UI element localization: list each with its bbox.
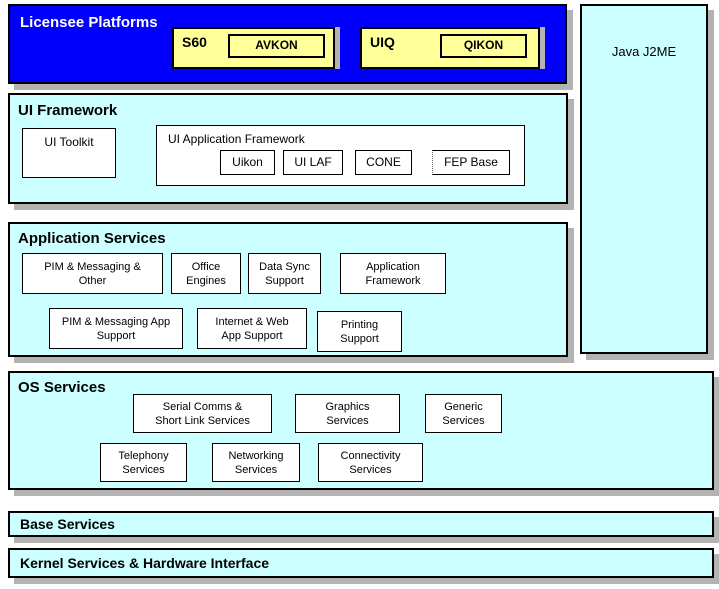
telephony-services-box: Telephony Services [100,443,187,482]
qikon-box: QIKON [440,34,527,58]
pim-messaging-app-support-box: PIM & Messaging App Support [49,308,183,349]
cone-box: CONE [355,150,412,175]
data-sync-support-box: Data Sync Support [248,253,321,294]
uikon-box: Uikon [220,150,275,175]
office-engines-box: Office Engines [171,253,241,294]
section-kernel-services: Kernel Services & Hardware Interface [8,548,714,578]
uiq-label: UIQ [370,34,395,50]
kernel-services-title: Kernel Services & Hardware Interface [20,555,270,571]
pim-messaging-other-box: PIM & Messaging & Other [22,253,163,294]
section-base-services: Base Services [8,511,714,537]
section-ui-framework: UI Framework UI Toolkit UI Application F… [8,93,568,204]
ui-application-framework-box: UI Application Framework Uikon UI LAF CO… [156,125,525,186]
ui-framework-title: UI Framework [18,102,118,119]
ui-toolkit-box: UI Toolkit [22,128,116,178]
internet-web-app-support-box: Internet & Web App Support [197,308,307,349]
section-java-j2me: Java J2ME [580,4,708,354]
section-application-services: Application Services PIM & Messaging & O… [8,222,568,357]
licensee-platforms-title: Licensee Platforms [20,14,158,31]
connectivity-services-box: Connectivity Services [318,443,423,482]
os-services-title: OS Services [18,379,106,396]
application-framework-box: Application Framework [340,253,446,294]
section-licensee-platforms: Licensee Platforms S60 AVKON UIQ QIKON [8,4,567,84]
java-j2me-label: Java J2ME [611,44,677,59]
fep-base-box: FEP Base [432,150,510,175]
s60-platform-box: S60 AVKON [172,27,335,69]
ui-application-framework-label: UI Application Framework [168,132,305,146]
s60-label: S60 [182,34,207,50]
ui-laf-box: UI LAF [283,150,343,175]
avkon-box: AVKON [228,34,325,58]
base-services-title: Base Services [20,516,115,532]
application-services-title: Application Services [18,230,166,247]
printing-support-box: Printing Support [317,311,402,352]
uiq-platform-box: UIQ QIKON [360,27,540,69]
serial-comms-short-link-services-box: Serial Comms & Short Link Services [133,394,272,433]
generic-services-box: Generic Services [425,394,502,433]
section-os-services: OS Services Serial Comms & Short Link Se… [8,371,714,490]
networking-services-box: Networking Services [212,443,300,482]
graphics-services-box: Graphics Services [295,394,400,433]
